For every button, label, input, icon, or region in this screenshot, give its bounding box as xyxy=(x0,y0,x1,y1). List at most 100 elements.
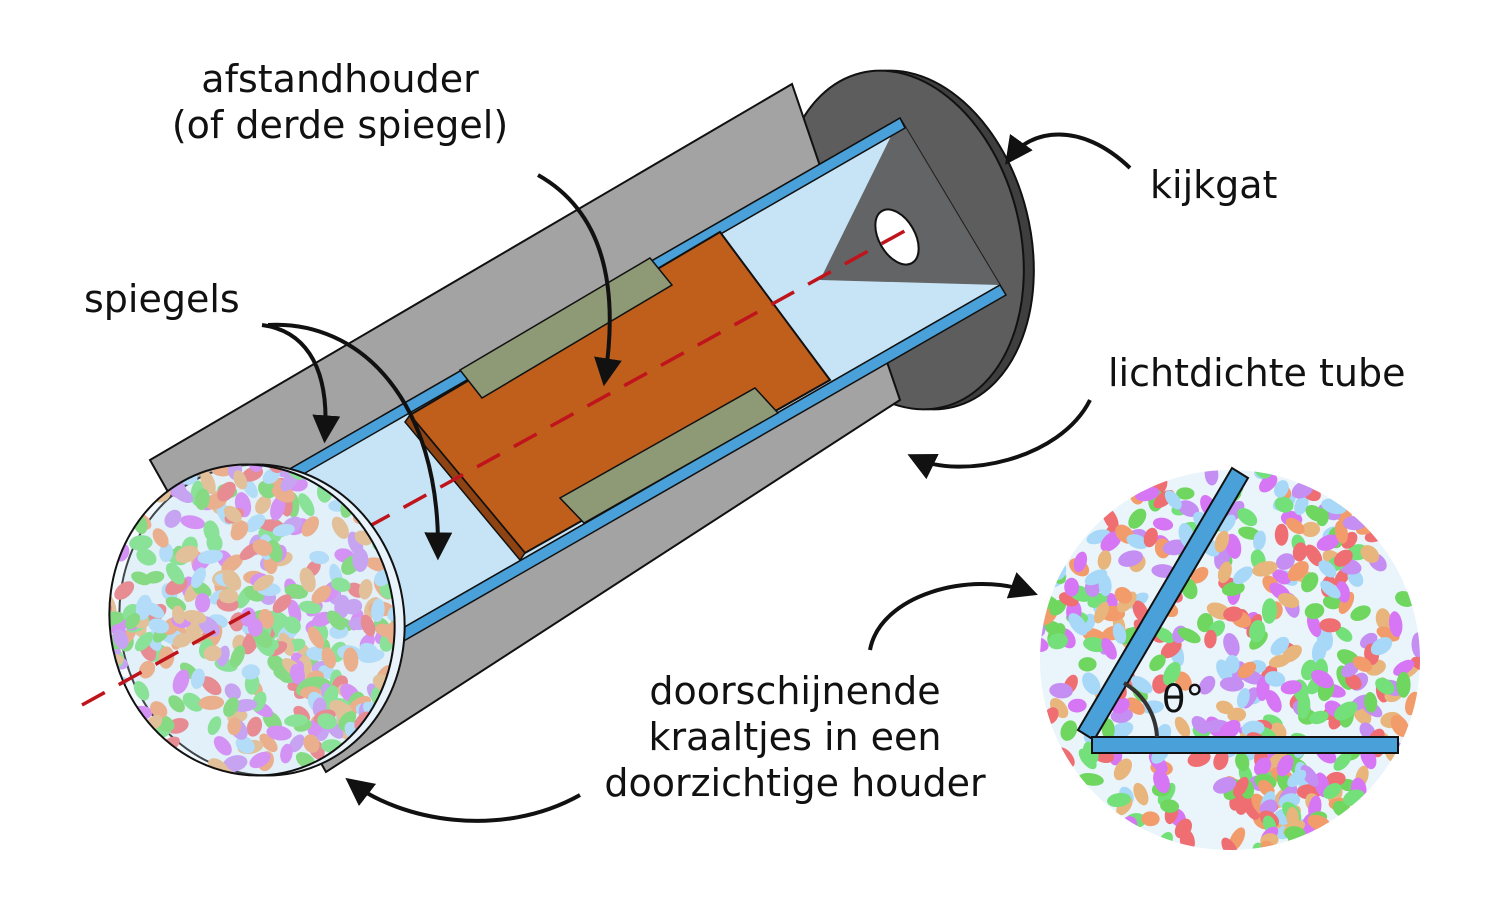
bead xyxy=(1301,521,1321,538)
bead xyxy=(1225,533,1242,559)
bead xyxy=(165,562,185,585)
bead xyxy=(266,725,292,741)
bead xyxy=(1213,750,1229,771)
bead xyxy=(1126,534,1149,550)
bead xyxy=(114,581,135,600)
bead xyxy=(138,660,156,679)
beads-label: doorschijnende kraaltjes in een doorzich… xyxy=(570,668,1020,806)
angle-arc-icon xyxy=(1122,681,1159,738)
bead xyxy=(1078,657,1097,672)
bead xyxy=(1396,671,1411,698)
bead xyxy=(1149,654,1166,672)
bead xyxy=(1287,769,1307,788)
bead xyxy=(1390,714,1410,737)
bead xyxy=(203,520,220,543)
bead xyxy=(1274,523,1289,546)
bead xyxy=(1350,605,1371,622)
bead xyxy=(1162,539,1189,556)
bead xyxy=(1044,620,1062,636)
bead xyxy=(267,654,286,673)
bead xyxy=(1319,618,1341,633)
curved-arrow-icon xyxy=(1005,132,1132,170)
spacer-label-line1: afstandhouder xyxy=(201,57,479,101)
bead xyxy=(217,481,236,502)
bead xyxy=(1067,698,1087,713)
bead xyxy=(1370,637,1393,656)
bead xyxy=(309,550,330,565)
bead xyxy=(133,681,150,701)
bead xyxy=(1160,639,1182,659)
bead xyxy=(317,713,337,730)
bead xyxy=(203,645,222,662)
bead xyxy=(1316,534,1340,551)
bead xyxy=(299,567,316,593)
bead xyxy=(150,701,168,719)
bead xyxy=(1320,580,1341,599)
bead xyxy=(1364,692,1378,713)
bead xyxy=(1345,673,1362,690)
bead xyxy=(1118,550,1143,567)
bead xyxy=(1388,611,1403,638)
bead xyxy=(1110,721,1134,739)
bead xyxy=(1294,494,1309,516)
bead xyxy=(1265,690,1282,713)
curved-arrow-icon xyxy=(537,173,622,387)
bead xyxy=(334,594,350,619)
inset-mirror-base xyxy=(1091,736,1399,754)
bead xyxy=(270,496,286,521)
bead xyxy=(182,610,207,624)
bead xyxy=(1125,697,1145,715)
bead xyxy=(1082,672,1101,695)
bead xyxy=(306,646,326,661)
bead xyxy=(331,516,349,539)
bead xyxy=(1217,561,1232,584)
bead xyxy=(230,520,249,541)
bead xyxy=(253,574,274,592)
bead xyxy=(136,548,157,566)
bead xyxy=(326,610,346,631)
bead xyxy=(223,697,239,717)
bead xyxy=(259,733,278,753)
curved-arrow-icon xyxy=(345,777,581,823)
bead xyxy=(352,548,369,572)
bead xyxy=(227,717,242,736)
bead xyxy=(1197,612,1214,633)
bead xyxy=(1190,566,1209,584)
bead xyxy=(1232,566,1253,585)
bead xyxy=(1152,517,1174,531)
bead xyxy=(198,695,225,710)
bead xyxy=(1241,720,1265,737)
bead xyxy=(1249,619,1266,643)
bead xyxy=(1253,757,1272,776)
bead xyxy=(1252,561,1278,577)
bead xyxy=(1322,594,1343,610)
bead xyxy=(289,734,305,753)
bead xyxy=(191,567,206,589)
bead xyxy=(246,716,263,737)
bead xyxy=(301,516,320,537)
bead xyxy=(1221,581,1245,596)
bead xyxy=(172,669,190,695)
bead xyxy=(1107,792,1131,808)
mirrors-label: spiegels xyxy=(84,277,240,321)
bead xyxy=(298,493,315,517)
bead xyxy=(1268,654,1291,668)
bead xyxy=(135,594,152,621)
bead xyxy=(207,716,222,735)
bead xyxy=(358,579,373,600)
bead xyxy=(1113,758,1132,781)
bead xyxy=(194,593,211,613)
bead xyxy=(258,480,276,499)
bead xyxy=(1297,693,1311,720)
bead xyxy=(1300,765,1319,787)
bead xyxy=(164,509,182,528)
beads-inset xyxy=(1040,470,1420,850)
tube-label: lichtdichte tube xyxy=(1108,351,1406,395)
bead xyxy=(1047,633,1068,650)
bead xyxy=(1101,637,1117,660)
bead xyxy=(222,569,242,591)
bead xyxy=(1261,598,1278,624)
optical-axis-outer xyxy=(81,610,251,707)
bead xyxy=(1060,720,1078,741)
bead xyxy=(1274,480,1289,498)
